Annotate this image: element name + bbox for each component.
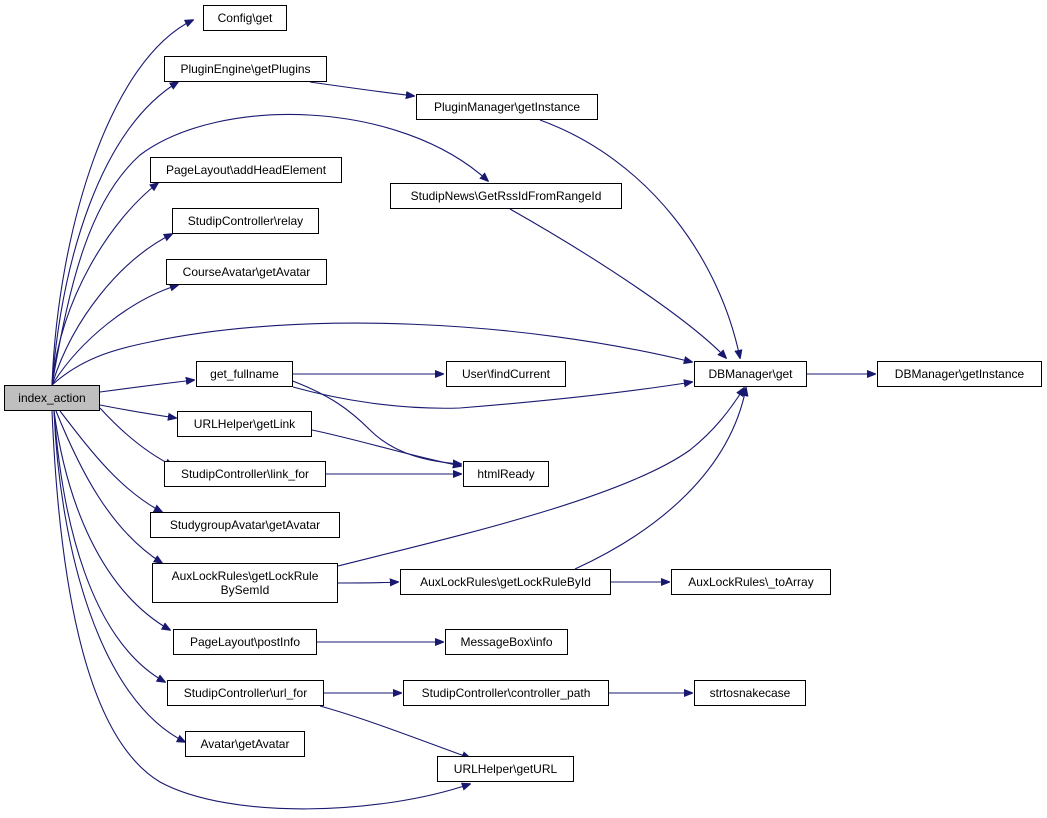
node-config-get[interactable]: Config\get: [203, 5, 287, 31]
edge-plugin-manager-get-instance-to-db-manager-get: [539, 119, 740, 358]
node-studip-controller-relay[interactable]: StudipController\relay: [172, 208, 319, 234]
node-url-helper-get-url[interactable]: URLHelper\getURL: [437, 756, 574, 782]
node-studip-controller-controller-path[interactable]: StudipController\controller_path: [403, 680, 609, 706]
edge-get-fullname-to-db-manager-get: [292, 382, 692, 409]
edge-index-action-to-page-layout-post-info: [53, 410, 170, 630]
node-html-ready[interactable]: htmlReady: [463, 461, 549, 487]
node-db-manager-get[interactable]: DBManager\get: [694, 361, 807, 387]
node-plugin-engine-get-plugins[interactable]: PluginEngine\getPlugins: [164, 56, 327, 82]
node-course-avatar-get-avatar[interactable]: CourseAvatar\getAvatar: [166, 259, 327, 285]
edge-index-action-to-url-helper-get-url: [51, 410, 470, 810]
edge-url-helper-get-link-to-html-ready: [311, 429, 461, 466]
edge-studip-controller-url-for-to-url-helper-get-url: [319, 705, 470, 758]
node-get-fullname[interactable]: get_fullname: [196, 361, 293, 387]
node-strtosnakecase[interactable]: strtosnakecase: [694, 680, 806, 706]
node-studygroup-avatar-get-avatar[interactable]: StudygroupAvatar\getAvatar: [150, 512, 340, 538]
edge-plugin-engine-get-plugins-to-plugin-manager-get-instance: [309, 81, 414, 96]
edge-index-action-to-course-avatar-get-avatar: [51, 285, 178, 386]
node-avatar-get-avatar[interactable]: Avatar\getAvatar: [185, 731, 305, 757]
edge-studip-news-get-rss-id-to-db-manager-get: [509, 208, 726, 358]
node-db-manager-get-instance[interactable]: DBManager\getInstance: [877, 361, 1042, 387]
node-aux-lock-rules-get-lock-rule-by-sem-id[interactable]: AuxLockRules\getLockRule BySemId: [152, 563, 338, 603]
edge-get-fullname-to-html-ready: [289, 379, 461, 464]
edge-index-action-to-studip-controller-relay: [51, 234, 172, 386]
node-page-layout-post-info[interactable]: PageLayout\postInfo: [173, 629, 317, 655]
node-aux-lock-rules-get-lock-rule-by-id[interactable]: AuxLockRules\getLockRuleById: [400, 569, 611, 595]
edge-index-action-to-plugin-engine-get-plugins: [51, 82, 178, 386]
edge-index-action-to-get-fullname: [99, 380, 194, 393]
edge-index-action-to-studygroup-avatar-get-avatar: [59, 410, 162, 512]
edge-aux-lock-rules-get-lock-rule-by-id-to-db-manager-get: [574, 388, 746, 570]
node-url-helper-get-link[interactable]: URLHelper\getLink: [177, 411, 312, 437]
node-page-layout-add-head-element[interactable]: PageLayout\addHeadElement: [150, 157, 342, 183]
edge-aux-lock-rules-get-lock-rule-by-sem-id-to-aux-lock-rules-get-lock-rule-by-id: [337, 582, 398, 583]
edge-index-action-to-page-layout-add-head-element: [51, 183, 158, 386]
node-studip-news-get-rss-id[interactable]: StudipNews\GetRssIdFromRangeId: [390, 183, 622, 209]
edge-index-action-to-studip-controller-url-for: [53, 410, 165, 682]
edge-index-action-to-db-manager-get: [51, 322, 692, 386]
edge-aux-lock-rules-get-lock-rule-by-sem-id-to-db-manager-get: [337, 388, 744, 567]
edge-group: [51, 20, 875, 810]
node-index-action: index_action: [4, 385, 100, 411]
node-aux-lock-rules-to-array[interactable]: AuxLockRules\_toArray: [671, 569, 831, 595]
node-message-box-info[interactable]: MessageBox\info: [445, 629, 568, 655]
node-studip-controller-link-for[interactable]: StudipController\link_for: [164, 461, 326, 487]
node-plugin-manager-get-instance[interactable]: PluginManager\getInstance: [416, 94, 598, 120]
edge-index-action-to-aux-lock-rules-get-lock-rule-by-sem-id: [55, 410, 162, 563]
edge-index-action-to-studip-news-get-rss-id: [51, 113, 488, 386]
edge-index-action-to-studip-controller-link-for: [99, 407, 173, 466]
edge-index-action-to-url-helper-get-link: [99, 404, 176, 418]
node-studip-controller-url-for[interactable]: StudipController\url_for: [167, 680, 324, 706]
node-user-find-current[interactable]: User\findCurrent: [446, 361, 566, 387]
edge-index-action-to-avatar-get-avatar: [53, 410, 185, 742]
edge-index-action-to-config-get: [51, 20, 193, 386]
